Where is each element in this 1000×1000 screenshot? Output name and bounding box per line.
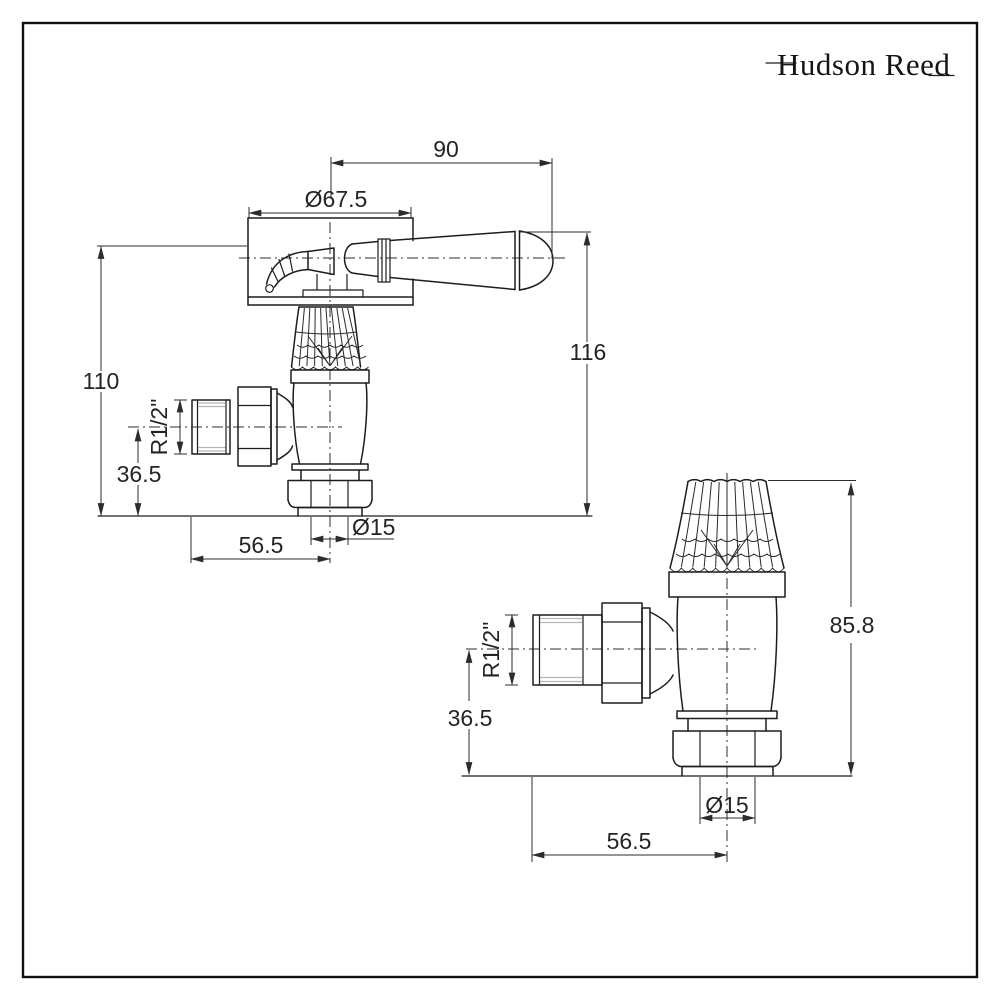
dim-head-width: Ø67.5: [305, 186, 368, 212]
manual-valve-body: [668, 571, 786, 732]
lever-valve-body: [290, 369, 370, 482]
manual-valve-inlet-thread: [532, 614, 603, 686]
lever-valve-drawing: 90 Ø67.5 110 116 36.5 R1/2": [83, 136, 607, 563]
lever-valve-centerlines: [128, 222, 565, 563]
lever-valve-dimensions: 90 Ø67.5 110 116 36.5 R1/2": [83, 136, 607, 563]
lever-valve-compression-nut: [287, 479, 373, 517]
drawing-border: [21, 21, 979, 979]
dim-inlet-projection: 56.5: [607, 828, 652, 854]
lever-valve-inlet-thread: [191, 399, 231, 455]
manual-valve-inlet-union: [601, 602, 674, 704]
lever-valve-quadrant-arm: [265, 247, 335, 293]
brand-name: Hudson Reed: [777, 47, 950, 82]
lever-valve-inlet-union: [237, 386, 294, 467]
lever-valve-fluted-crown: [290, 306, 369, 371]
manual-valve-fluted-head: [669, 478, 785, 573]
dim-inlet-thread: R1/2": [146, 399, 172, 456]
lever-valve-head-plate: [247, 217, 414, 306]
dim-inlet-thread: R1/2": [478, 622, 504, 679]
manual-valve-drawing: 85.8 36.5 R1/2" 56.5 Ø15: [448, 473, 875, 862]
dim-overall-height: 85.8: [830, 612, 875, 638]
dim-handle-height: 116: [570, 339, 607, 365]
dim-outlet-diameter: Ø15: [705, 792, 748, 818]
brand-logo: Hudson Reed: [765, 47, 955, 82]
dim-outlet-diameter: Ø15: [352, 514, 395, 540]
dim-overall-height: 110: [83, 368, 120, 394]
dim-inlet-centre-height: 36.5: [117, 461, 162, 487]
manual-valve-dimensions: 85.8 36.5 R1/2" 56.5 Ø15: [448, 480, 875, 862]
manual-valve-compression-nut: [672, 730, 782, 777]
dim-inlet-centre-height: 36.5: [448, 705, 493, 731]
handle-round-cap: [518, 230, 554, 291]
handle-ferrule: [377, 238, 391, 283]
lever-valve-wooden-handle: [343, 230, 554, 291]
dim-inlet-projection: 56.5: [239, 532, 284, 558]
dim-handle-length: 90: [433, 136, 459, 162]
